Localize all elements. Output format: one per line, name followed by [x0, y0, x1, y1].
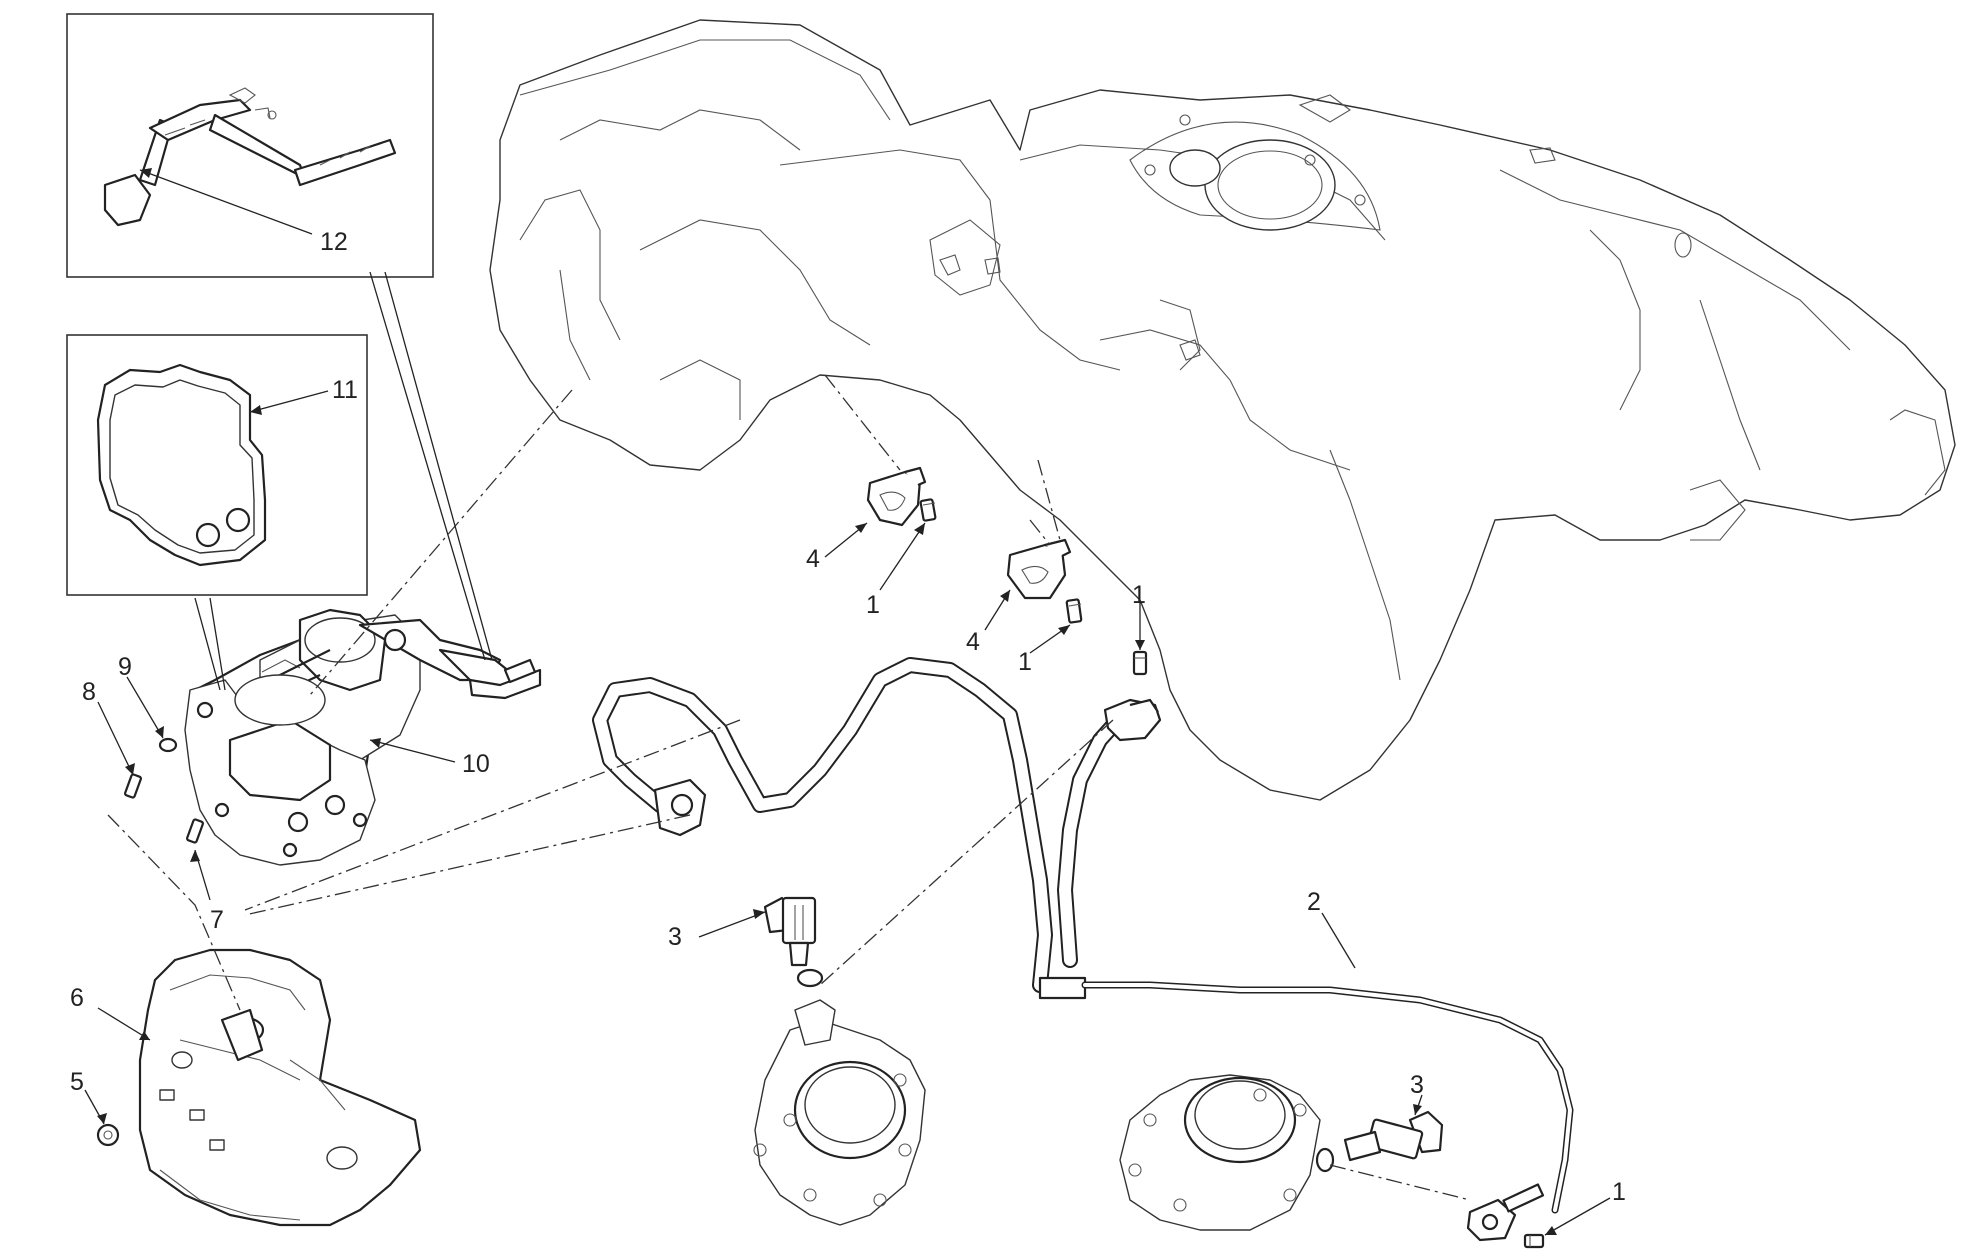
hose-junction — [1038, 976, 1087, 1000]
clip-bracket-upper — [866, 466, 927, 527]
hose-connector-main — [653, 778, 707, 837]
callout-9: 9 — [118, 653, 132, 681]
callout-3-front: 3 — [668, 923, 682, 951]
callout-12: 12 — [320, 228, 348, 256]
callout-1-lower: 1 — [1018, 648, 1032, 676]
callouts: 12 11 10 9 8 7 6 5 4 1 4 1 1 2 3 3 1 — [70, 228, 1626, 1206]
callout-10: 10 — [462, 750, 490, 778]
clip-bracket-lower — [1006, 538, 1072, 600]
callout-2: 2 — [1307, 888, 1321, 916]
hose-connector-upper — [1103, 698, 1162, 742]
assembly-lines — [107, 374, 1471, 1201]
inset-gasket — [66, 334, 368, 596]
fuel-pump-assembly — [184, 608, 542, 866]
fuel-hose-main — [592, 657, 1053, 993]
throttle-body-rear — [1119, 1074, 1321, 1231]
inset-sender-unit — [66, 13, 434, 278]
callout-8: 8 — [82, 678, 96, 706]
callout-1-upper: 1 — [866, 591, 880, 619]
callout-6: 6 — [70, 984, 84, 1012]
callout-4-upper: 4 — [806, 545, 820, 573]
screw-line-fitting — [1523, 1233, 1545, 1249]
leader-arrowheads — [97, 168, 1557, 1235]
screw-upper-clip — [919, 498, 937, 522]
injector-feed-line — [1081, 981, 1574, 1214]
fuel-hose-return — [1057, 712, 1126, 968]
callout-11: 11 — [332, 376, 358, 404]
callout-3-rear: 3 — [1410, 1071, 1424, 1099]
callout-1-hose: 1 — [1132, 581, 1146, 609]
screw-lower-clip — [1065, 598, 1083, 624]
callout-7: 7 — [210, 906, 224, 934]
screw-hose-bracket — [1132, 650, 1148, 676]
pump-cover — [138, 948, 422, 1227]
injector-line-fitting — [1466, 1183, 1545, 1242]
throttle-body-front — [753, 999, 926, 1226]
callout-1-fitting: 1 — [1612, 1178, 1626, 1206]
washer-pump-plate — [158, 737, 178, 753]
nut — [96, 1123, 120, 1147]
callout-4-lower: 4 — [966, 628, 980, 656]
fuel-tank — [489, 19, 1956, 801]
callout-5: 5 — [70, 1068, 84, 1096]
screw-pump-plate — [124, 773, 204, 844]
injector-rear — [1315, 1110, 1444, 1173]
injector-front — [763, 896, 824, 988]
